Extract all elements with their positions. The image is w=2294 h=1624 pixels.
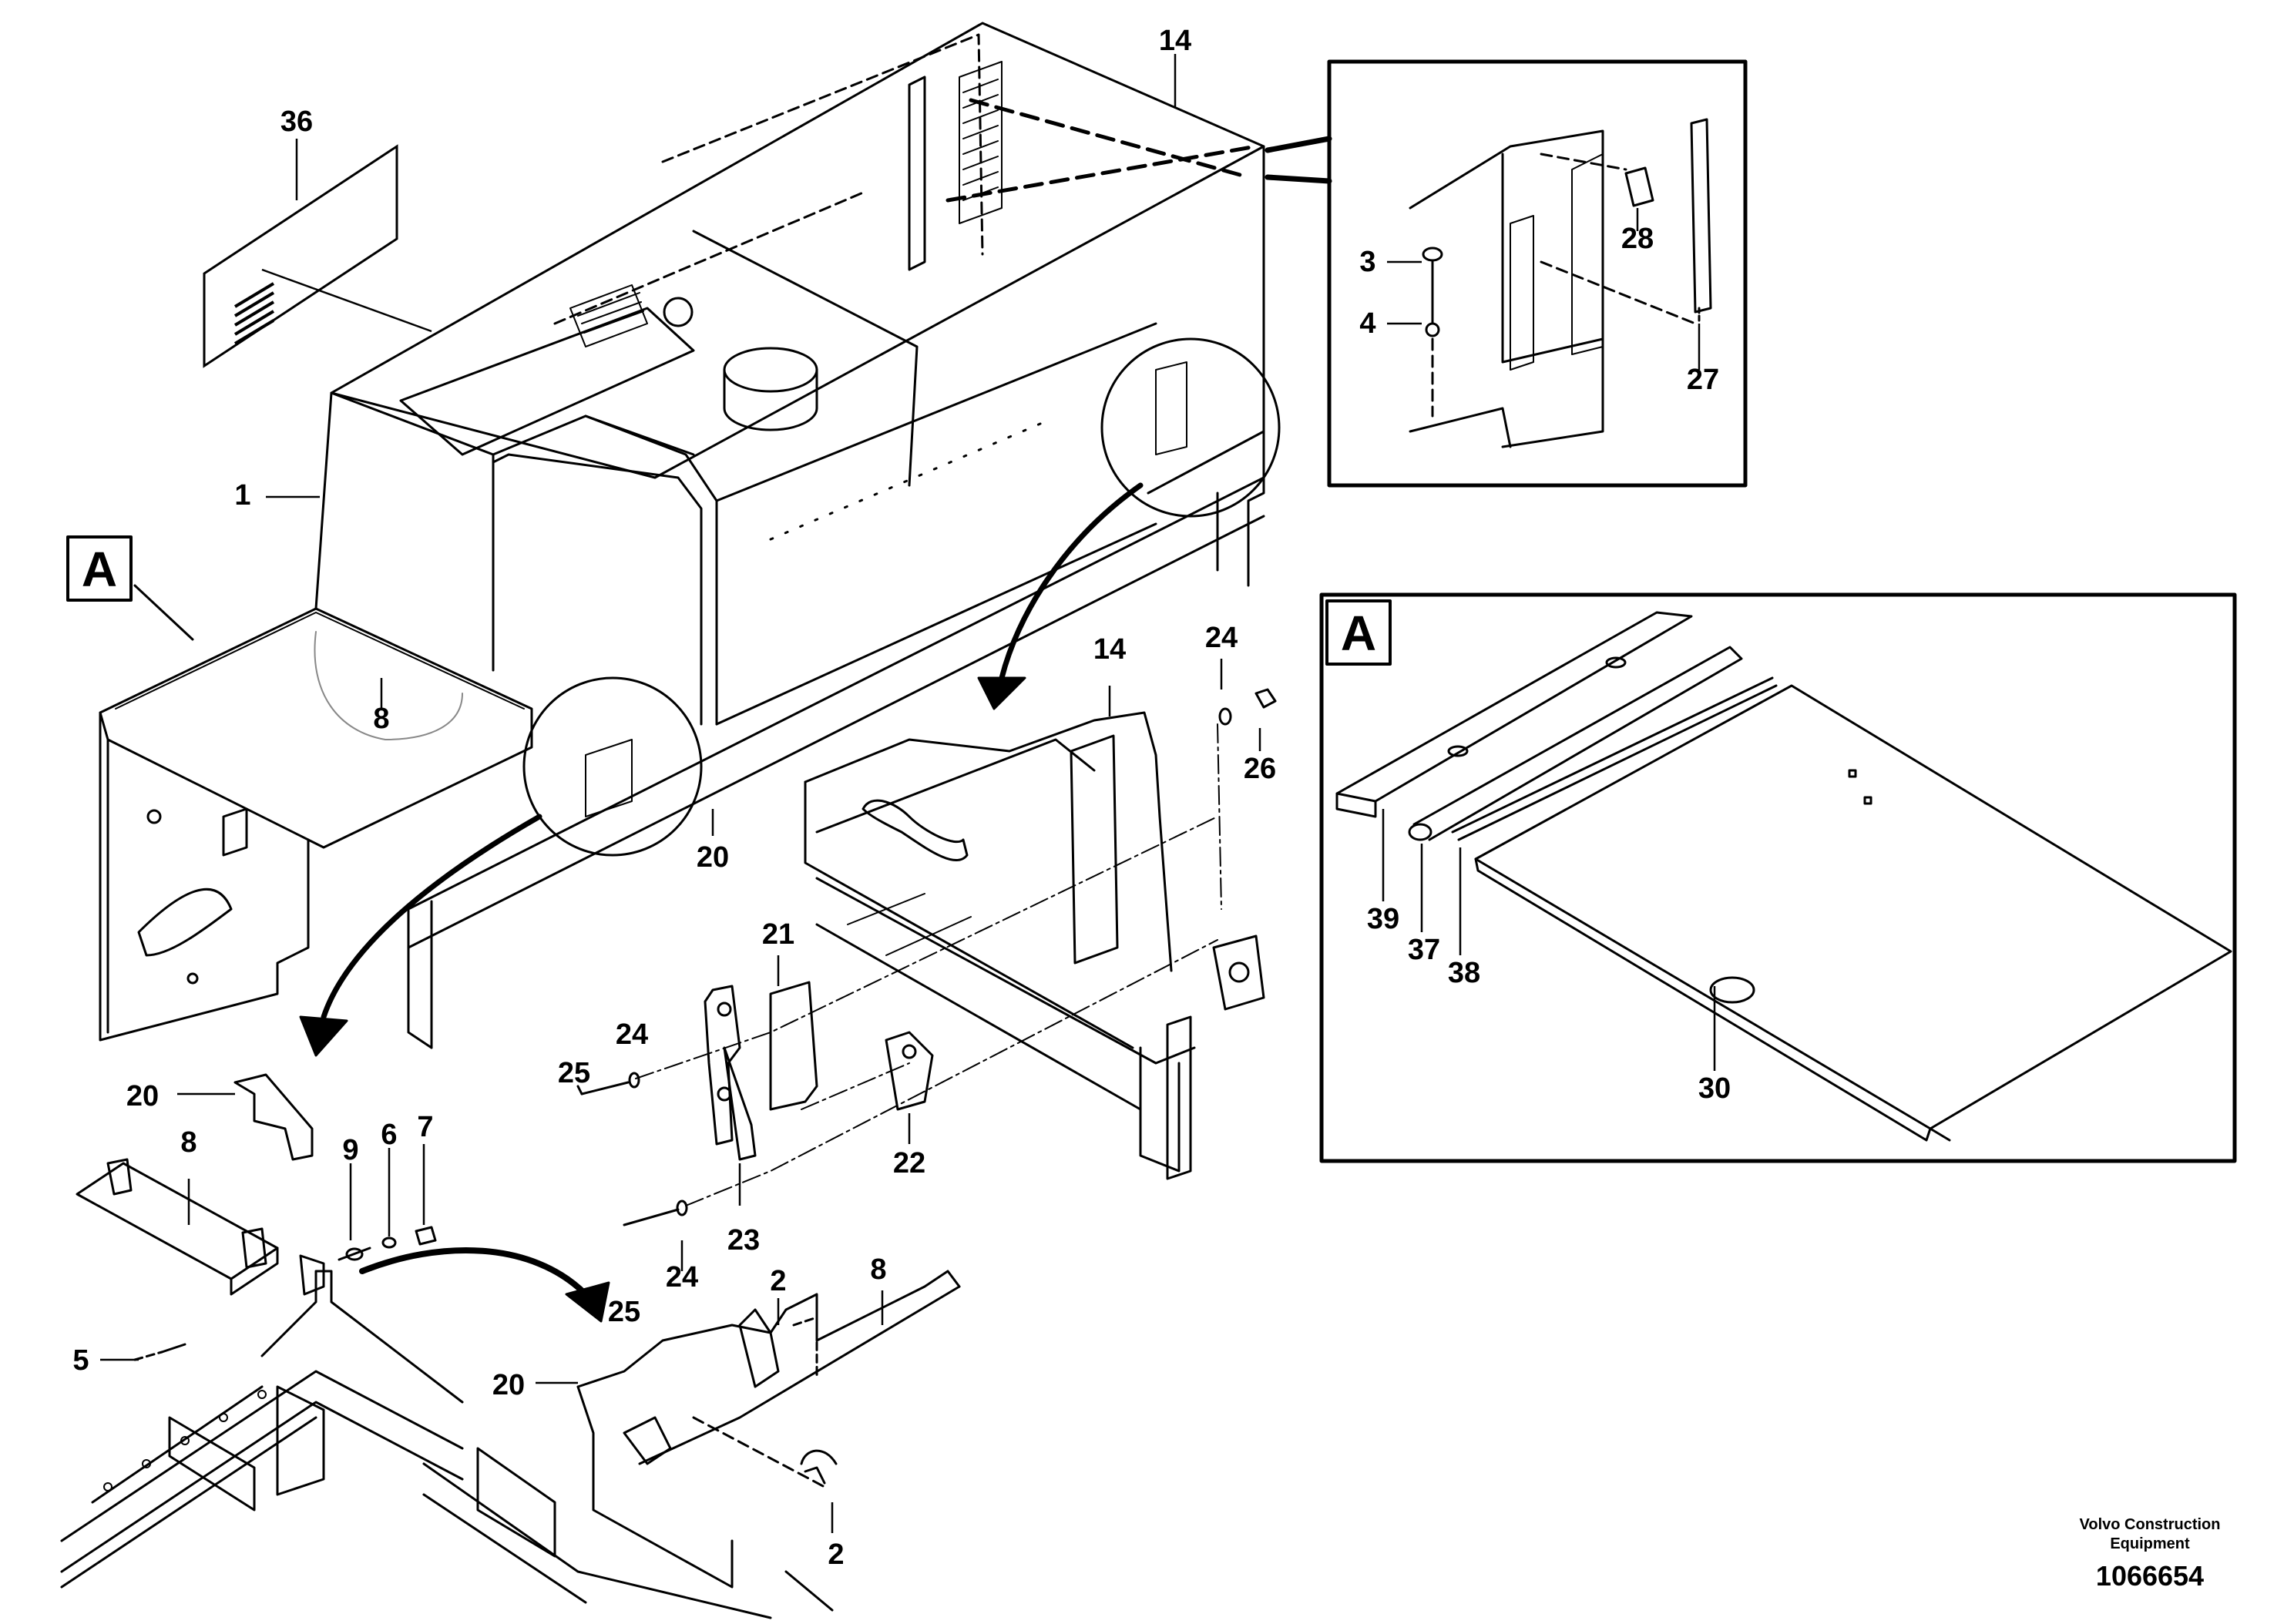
callout-28: 28 [1621,223,1654,255]
callout-8-left: 8 [180,1126,196,1159]
callout-27: 27 [1687,364,1719,396]
detail-a-leader [66,535,194,641]
callout-6: 6 [381,1119,397,1151]
detail-a-marker: A [82,542,117,597]
callout-37: 37 [1408,934,1440,966]
callout-20-bottom: 20 [492,1369,525,1401]
callout-8-bottom: 8 [870,1253,886,1286]
callout-1: 1 [234,479,250,512]
brand-line-2: Equipment [2110,1535,2190,1552]
callout-25-top: 25 [558,1057,590,1089]
drawing-footer: Volvo Construction Equipment 1066654 [2080,1516,2221,1592]
callout-21: 21 [762,918,794,951]
bottom-left-rail-detail [60,1073,610,1589]
drawing-number: 1066654 [2096,1560,2204,1592]
callout-25-bottom: 25 [608,1296,640,1328]
callout-4: 4 [1359,307,1375,340]
detail-box-hinge-pin [1265,59,1748,488]
callout-5: 5 [72,1344,89,1377]
callout-14-top: 14 [1159,25,1191,57]
brand-line-1: Volvo Construction [2080,1516,2221,1533]
detail-a-box-title: A [1341,606,1376,661]
callout-20-left: 20 [126,1080,159,1112]
main-enclosure-assembly [99,22,1281,1057]
callout-3: 3 [1359,246,1375,278]
detail-letters: A A [82,542,1376,661]
callout-20-top: 20 [697,841,729,874]
latch-support-bracket-14 [804,711,1265,1180]
callout-22: 22 [893,1147,925,1179]
callout-23: 23 [727,1224,760,1257]
callout-14-mid: 14 [1093,633,1126,666]
plate-36 [203,144,398,368]
callout-2-top: 2 [770,1265,786,1297]
bottom-centre-detail [422,1270,961,1619]
callout-8-top: 8 [373,703,389,735]
latch-parts [576,688,1277,1226]
callout-36: 36 [280,106,313,138]
callout-24-top: 24 [616,1018,648,1051]
callout-30: 30 [1698,1072,1731,1105]
callout-26: 26 [1244,753,1276,785]
callout-7: 7 [417,1111,433,1143]
callout-24-bottom: 24 [666,1261,698,1293]
callout-2-bottom: 2 [828,1538,844,1571]
callout-39: 39 [1367,903,1399,935]
callout-9: 9 [342,1134,358,1166]
callout-labels: 36 14 1 8 20 14 24 26 21 25 24 22 23 25 … [72,25,1731,1571]
callout-24-right: 24 [1205,622,1238,654]
callout-leaders [100,54,1716,1533]
detail-box-a [1319,592,2237,1163]
callout-38: 38 [1448,957,1480,989]
